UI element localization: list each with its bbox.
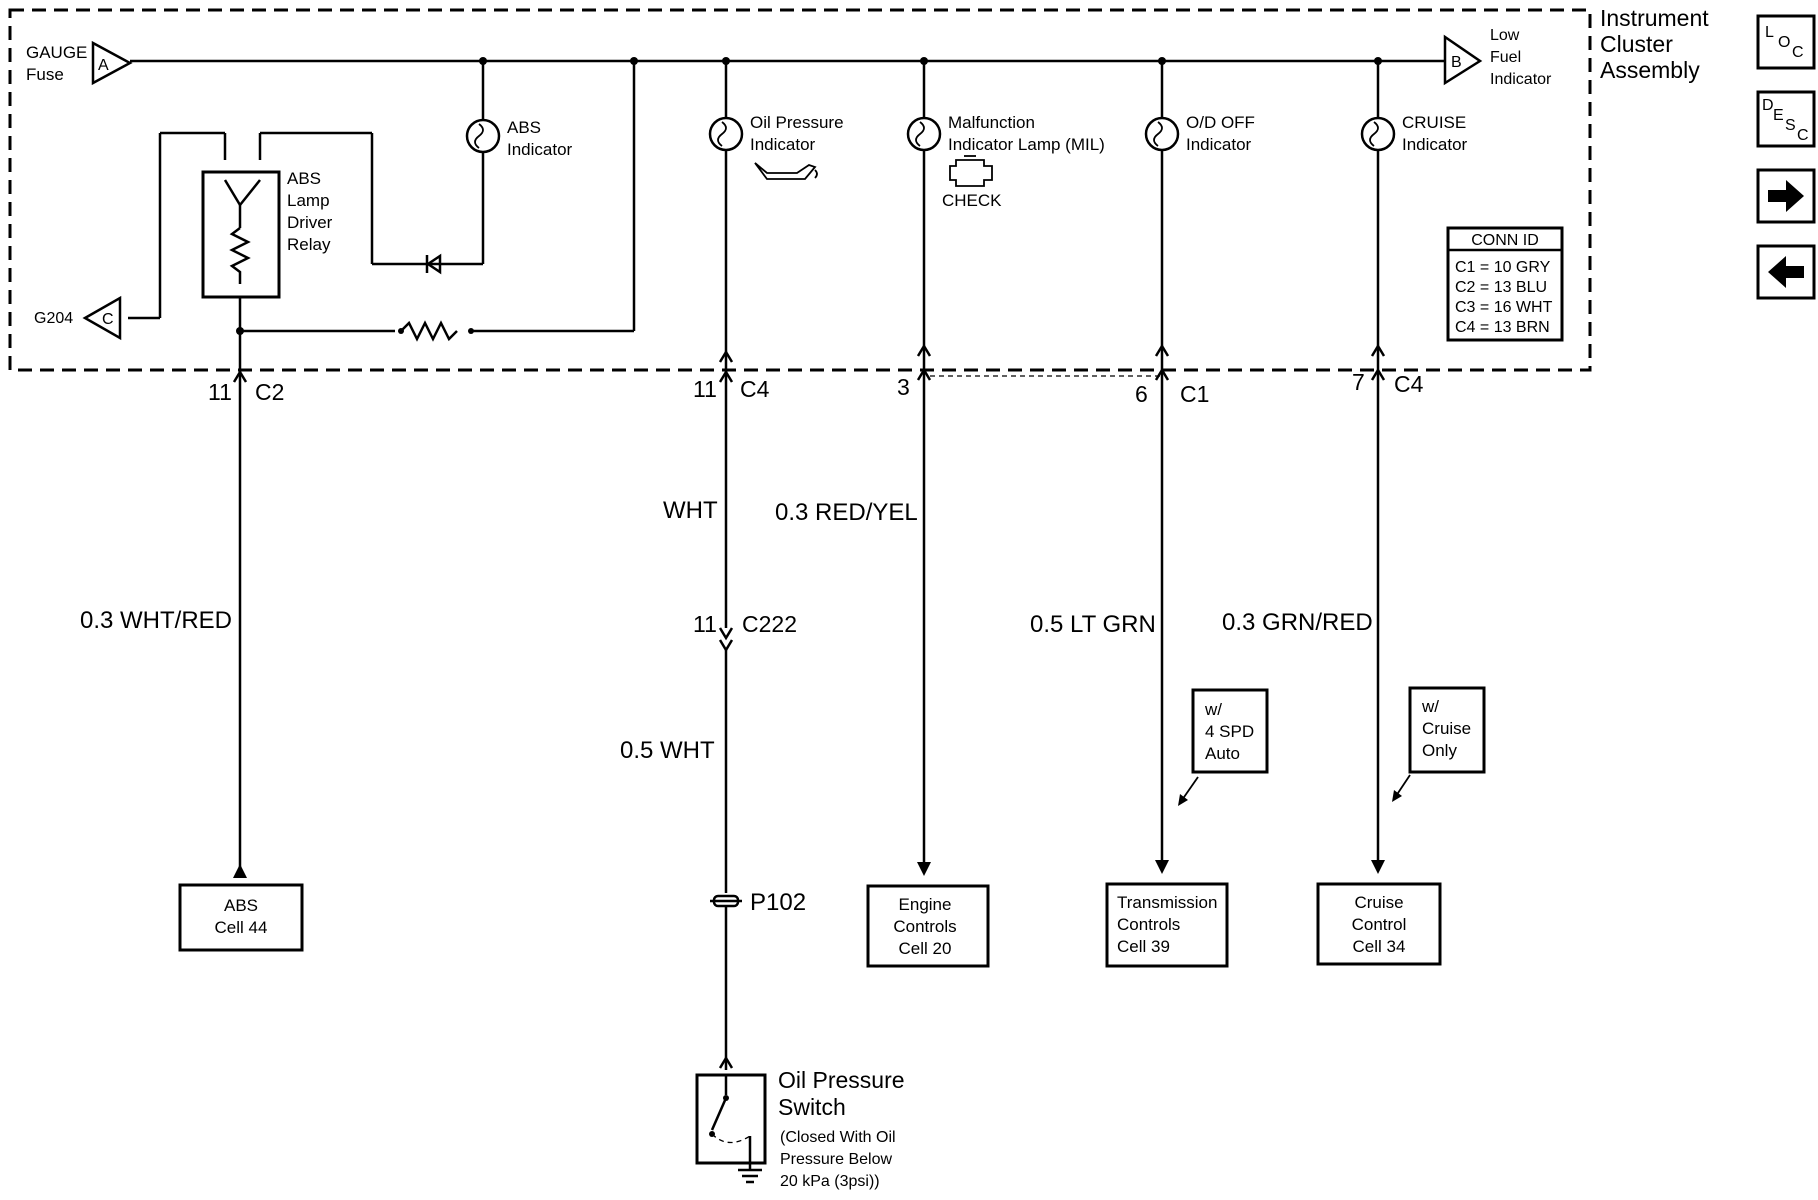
p102-splice-icon [710,894,742,908]
diode-icon [425,253,442,275]
svg-text:O: O [1778,34,1790,51]
svg-text:E: E [1773,107,1784,124]
ground-connector [82,295,122,341]
od-off-lamp-icon [1144,116,1180,152]
conn-id-table [1446,226,1564,342]
oil-wire-upper: WHT [663,497,718,524]
svg-text:C: C [1797,127,1809,144]
low-fuel-conn: B [1451,54,1462,71]
ground-conn: C [102,311,114,328]
svg-text:L: L [1765,24,1774,41]
engine-dest-box [866,884,990,968]
oil-pressure-lamp-icon [708,116,744,152]
abs-pin: 11 [208,379,232,405]
p102-label: P102 [750,889,806,916]
mil-pin: 3 [897,374,910,400]
oil-wire-lower: 0.5 WHT [620,737,715,764]
cruise-pin-conn: C4 [1394,371,1424,397]
engine-check-icon [949,155,993,187]
oil-can-icon [754,162,818,180]
cruise-wire-label: 0.3 GRN/RED [1222,609,1373,636]
mil-lamp-icon [906,116,942,152]
desc-button[interactable]: D E S C [1756,90,1816,148]
next-page-button[interactable] [1756,168,1816,224]
od-wire-label: 0.5 LT GRN [1030,611,1156,638]
svg-text:D: D [1762,97,1774,114]
c222-pin: 11 [693,611,717,637]
abs-dest-box [178,883,304,952]
abs-wire-label: 0.3 WHT/RED [80,607,232,634]
low-fuel-connector [1443,34,1483,86]
conn-id-title: CONN ID [1471,232,1539,249]
cruise-dest-box [1316,882,1442,966]
svg-text:S: S [1785,117,1796,134]
c222-conn: C222 [742,611,797,637]
prev-page-button[interactable] [1756,244,1816,300]
oil-switch-box [695,1073,767,1165]
spd-note-box [1191,688,1269,774]
loc-button[interactable]: L O C [1756,14,1816,70]
arrow-right-icon [1768,180,1804,212]
gauge-fuse-conn: A [98,57,109,74]
mil-check-text: CHECK [942,191,1002,210]
cruise-note-box [1408,686,1486,774]
arrow-left-icon [1768,256,1804,288]
cluster-boundary [8,8,1592,372]
cruise-lamp-icon [1360,116,1396,152]
cruise-pin: 7 [1352,369,1365,395]
resistor-icon [398,320,474,342]
abs-indicator-lamp-icon [465,118,501,154]
gauge-fuse-connector [91,40,133,86]
trans-dest-box [1105,882,1229,968]
oil-pin-conn: C4 [740,376,770,402]
switch-icon [709,1075,762,1184]
mil-wire-label: 0.3 RED/YEL [775,499,918,526]
od-pin-conn: C1 [1180,381,1209,407]
od-pin: 6 [1135,381,1148,407]
oil-pin: 11 [693,376,717,402]
abs-pin-conn: C2 [255,379,284,405]
transistor-icon [223,179,261,284]
ground-label: G204 [34,310,73,327]
svg-text:C: C [1792,44,1804,61]
